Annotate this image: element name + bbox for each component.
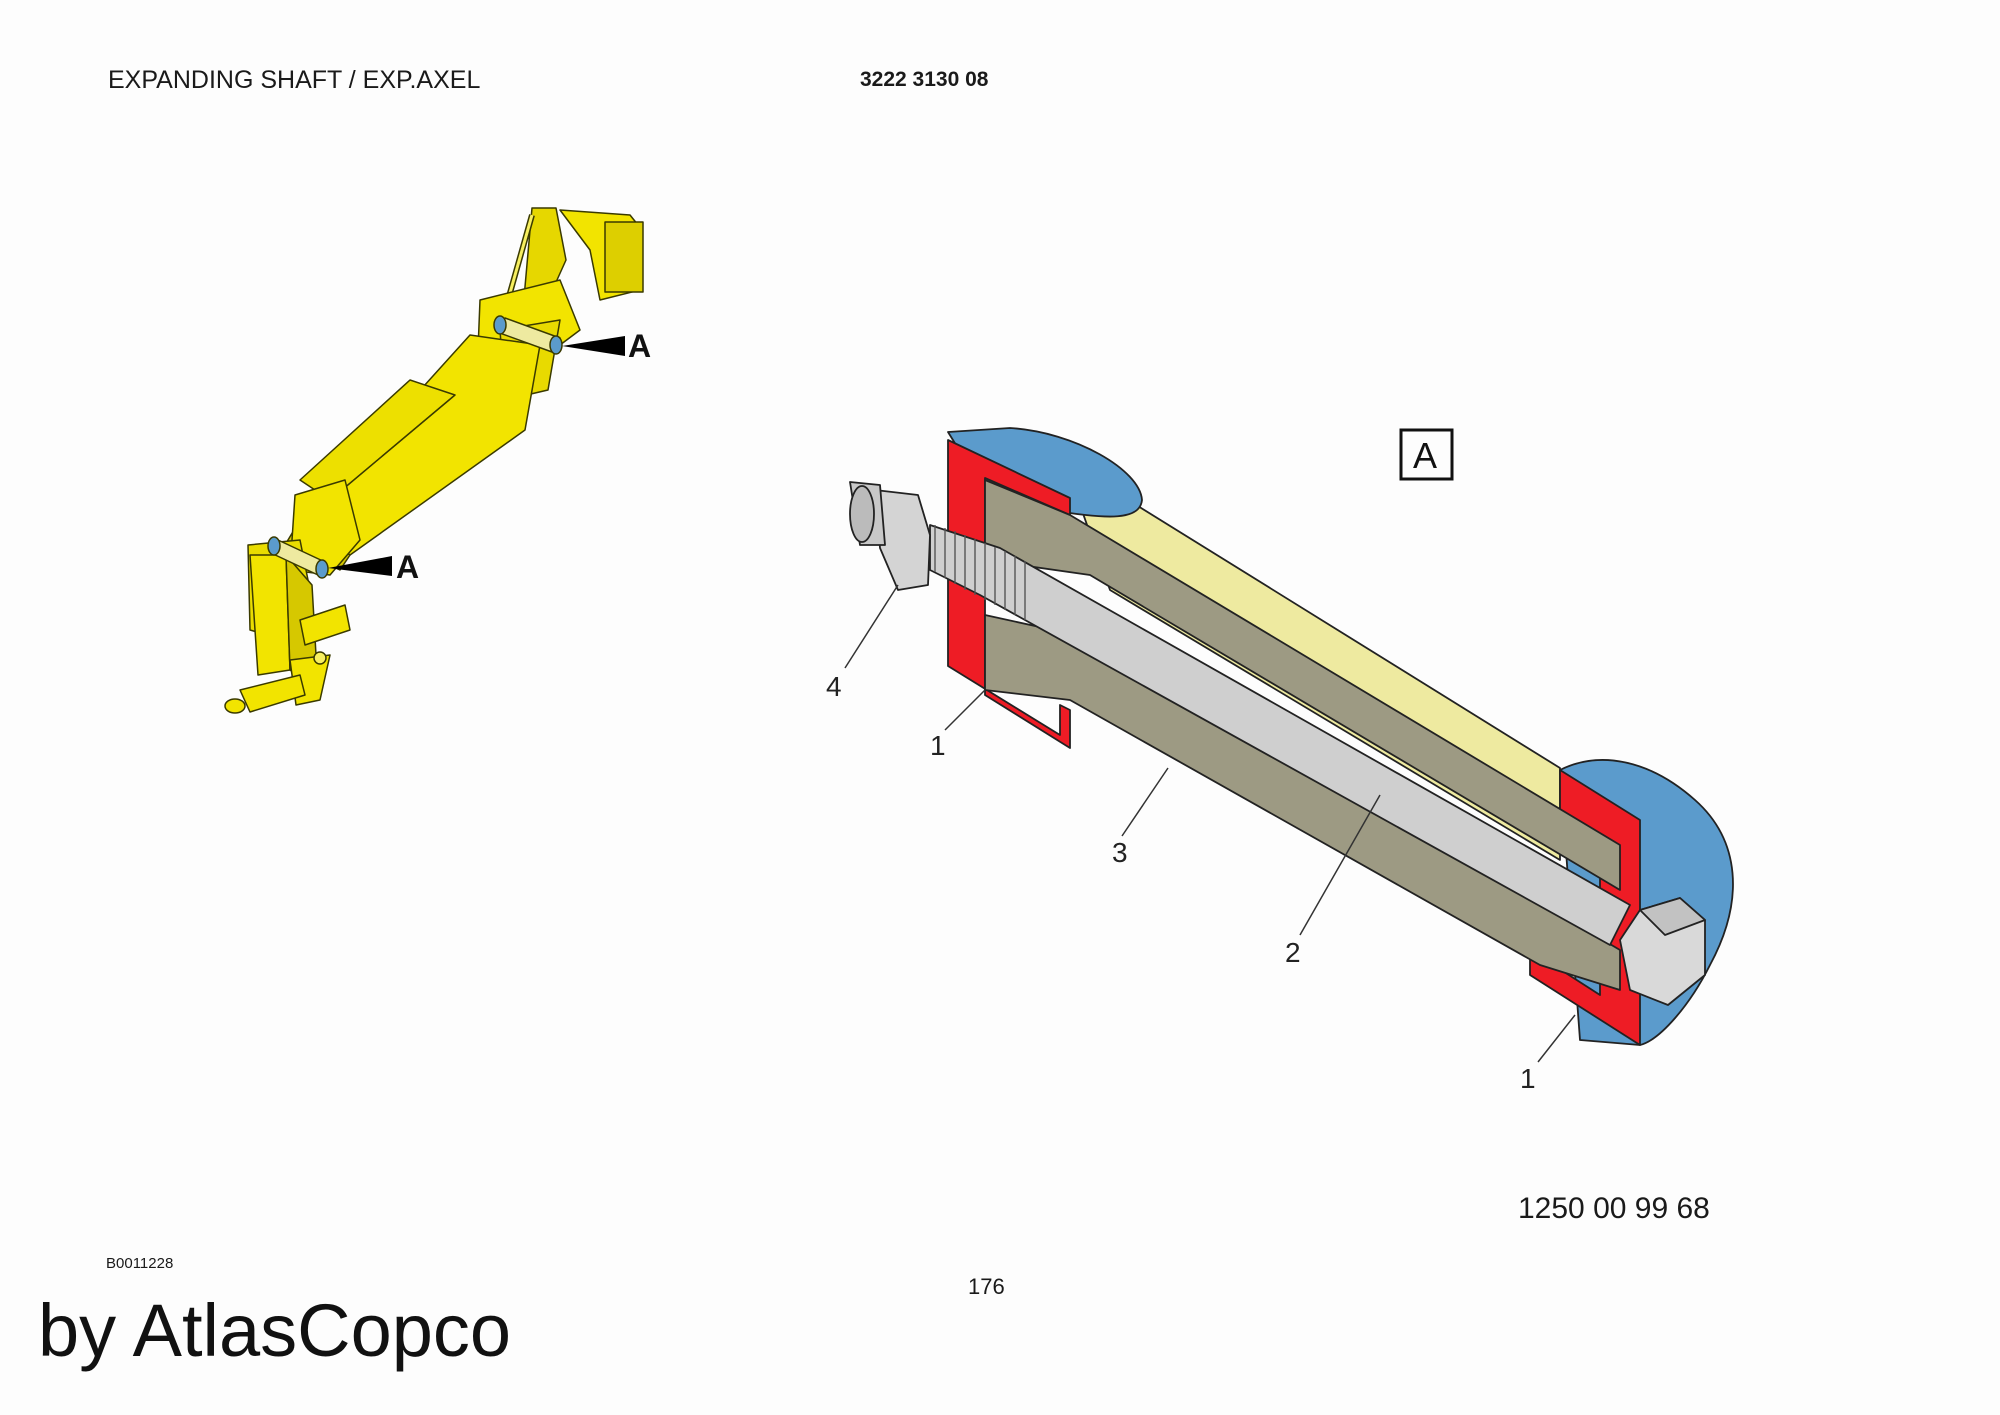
page-number: 176 [968, 1274, 1005, 1299]
callout-4: 4 [826, 671, 842, 702]
marker-a-upper: A [628, 328, 651, 364]
document-title: EXPANDING SHAFT / EXP.AXEL [108, 66, 481, 94]
callout-1-left: 1 [930, 730, 946, 761]
expanding-shaft-section-drawing [849, 427, 1734, 1046]
callout-2: 2 [1285, 937, 1301, 968]
detail-view-label-box [1399, 428, 1454, 481]
part-number: 3222 3130 08 [860, 68, 989, 91]
callout-1-right: 1 [1520, 1063, 1536, 1094]
image-code: B0011228 [106, 1255, 174, 1272]
marker-pointer-lower [328, 556, 392, 576]
drawing-number: 1250 00 99 68 [1518, 1192, 1710, 1225]
detail-view-label: A [1413, 435, 1437, 476]
callout-leaders [844, 584, 1576, 1063]
boom-overview-illustration [224, 207, 644, 714]
marker-a-lower: A [396, 549, 419, 585]
marker-pointer-upper [562, 336, 625, 356]
callout-3: 3 [1112, 837, 1128, 868]
watermark-text: by AtlasCopco [38, 1289, 512, 1372]
